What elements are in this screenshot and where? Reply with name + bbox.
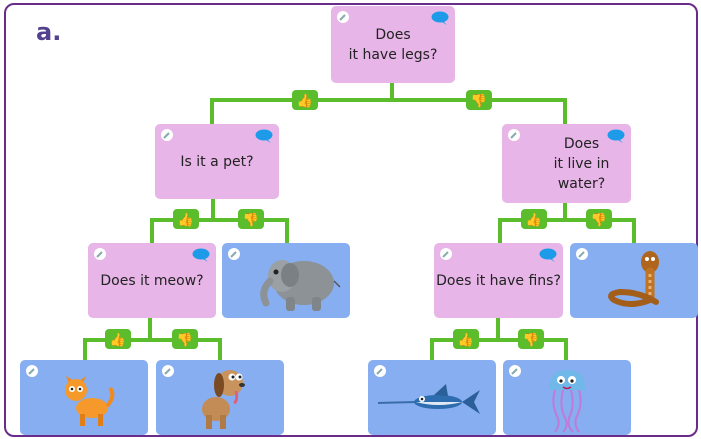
speech-bubble-icon[interactable] [607, 129, 625, 143]
pencil-icon[interactable] [374, 365, 386, 377]
svg-text:👎: 👎 [243, 212, 259, 228]
question-text: Does it have legs? [348, 26, 438, 63]
yes-badge[interactable]: 👍 [453, 329, 479, 349]
pencil-icon[interactable] [161, 129, 173, 141]
svg-text:👍: 👍 [297, 93, 313, 109]
speech-bubble-icon[interactable] [539, 248, 557, 262]
svg-text:👎: 👎 [591, 212, 607, 228]
no-badge[interactable]: 👎 [586, 209, 612, 229]
elephant-icon [260, 260, 341, 311]
yes-badge[interactable]: 👍 [292, 90, 318, 110]
pencil-icon[interactable] [228, 248, 240, 260]
answer-node-elephant[interactable] [222, 243, 350, 318]
pencil-icon[interactable] [162, 365, 174, 377]
pencil-icon[interactable] [576, 248, 588, 260]
question-text: Does it have fins? [436, 272, 561, 289]
cat-icon [65, 376, 115, 426]
svg-text:👎: 👎 [523, 332, 539, 348]
pencil-icon[interactable] [26, 365, 38, 377]
answer-node-dog[interactable] [156, 360, 284, 435]
svg-text:👍: 👍 [110, 332, 126, 348]
no-badge[interactable]: 👎 [518, 329, 544, 349]
yes-badge[interactable]: 👍 [105, 329, 131, 349]
question-text: Does it live in water? [553, 135, 610, 192]
question-node-legs[interactable]: Does it have legs? [331, 6, 455, 83]
no-badge[interactable]: 👎 [172, 329, 198, 349]
svg-text:👍: 👍 [178, 212, 194, 228]
question-text: Is it a pet? [180, 153, 254, 170]
question-text: Does it meow? [100, 272, 204, 289]
pencil-icon[interactable] [337, 11, 349, 23]
pencil-icon[interactable] [440, 248, 452, 260]
answer-node-snake[interactable] [570, 243, 698, 318]
question-node-pet[interactable]: Is it a pet? [155, 124, 279, 199]
svg-text:👎: 👎 [177, 332, 193, 348]
question-node-fins[interactable]: Does it have fins? [434, 243, 563, 318]
question-node-water[interactable]: Does it live in water? [502, 124, 631, 203]
answer-node-jellyfish[interactable] [503, 360, 631, 435]
svg-text:👎: 👎 [471, 93, 487, 109]
answer-node-swordfish[interactable] [368, 360, 496, 435]
snake-icon [608, 251, 659, 307]
pencil-icon[interactable] [94, 248, 106, 260]
yes-badge[interactable]: 👍 [173, 209, 199, 229]
question-node-meow[interactable]: Does it meow? [88, 243, 216, 318]
svg-text:👍: 👍 [526, 212, 542, 228]
jellyfish-icon [549, 370, 585, 433]
pencil-icon[interactable] [509, 365, 521, 377]
no-badge[interactable]: 👎 [466, 90, 492, 110]
speech-bubble-icon[interactable] [192, 248, 210, 262]
yes-badge[interactable]: 👍 [521, 209, 547, 229]
panel-label: a. [36, 18, 62, 46]
dog-icon [202, 370, 245, 429]
speech-bubble-icon[interactable] [255, 129, 273, 143]
swordfish-icon [377, 384, 480, 414]
answer-node-cat[interactable] [20, 360, 148, 435]
no-badge[interactable]: 👎 [238, 209, 264, 229]
speech-bubble-icon[interactable] [431, 11, 449, 25]
pencil-icon[interactable] [508, 129, 520, 141]
svg-text:👍: 👍 [458, 332, 474, 348]
